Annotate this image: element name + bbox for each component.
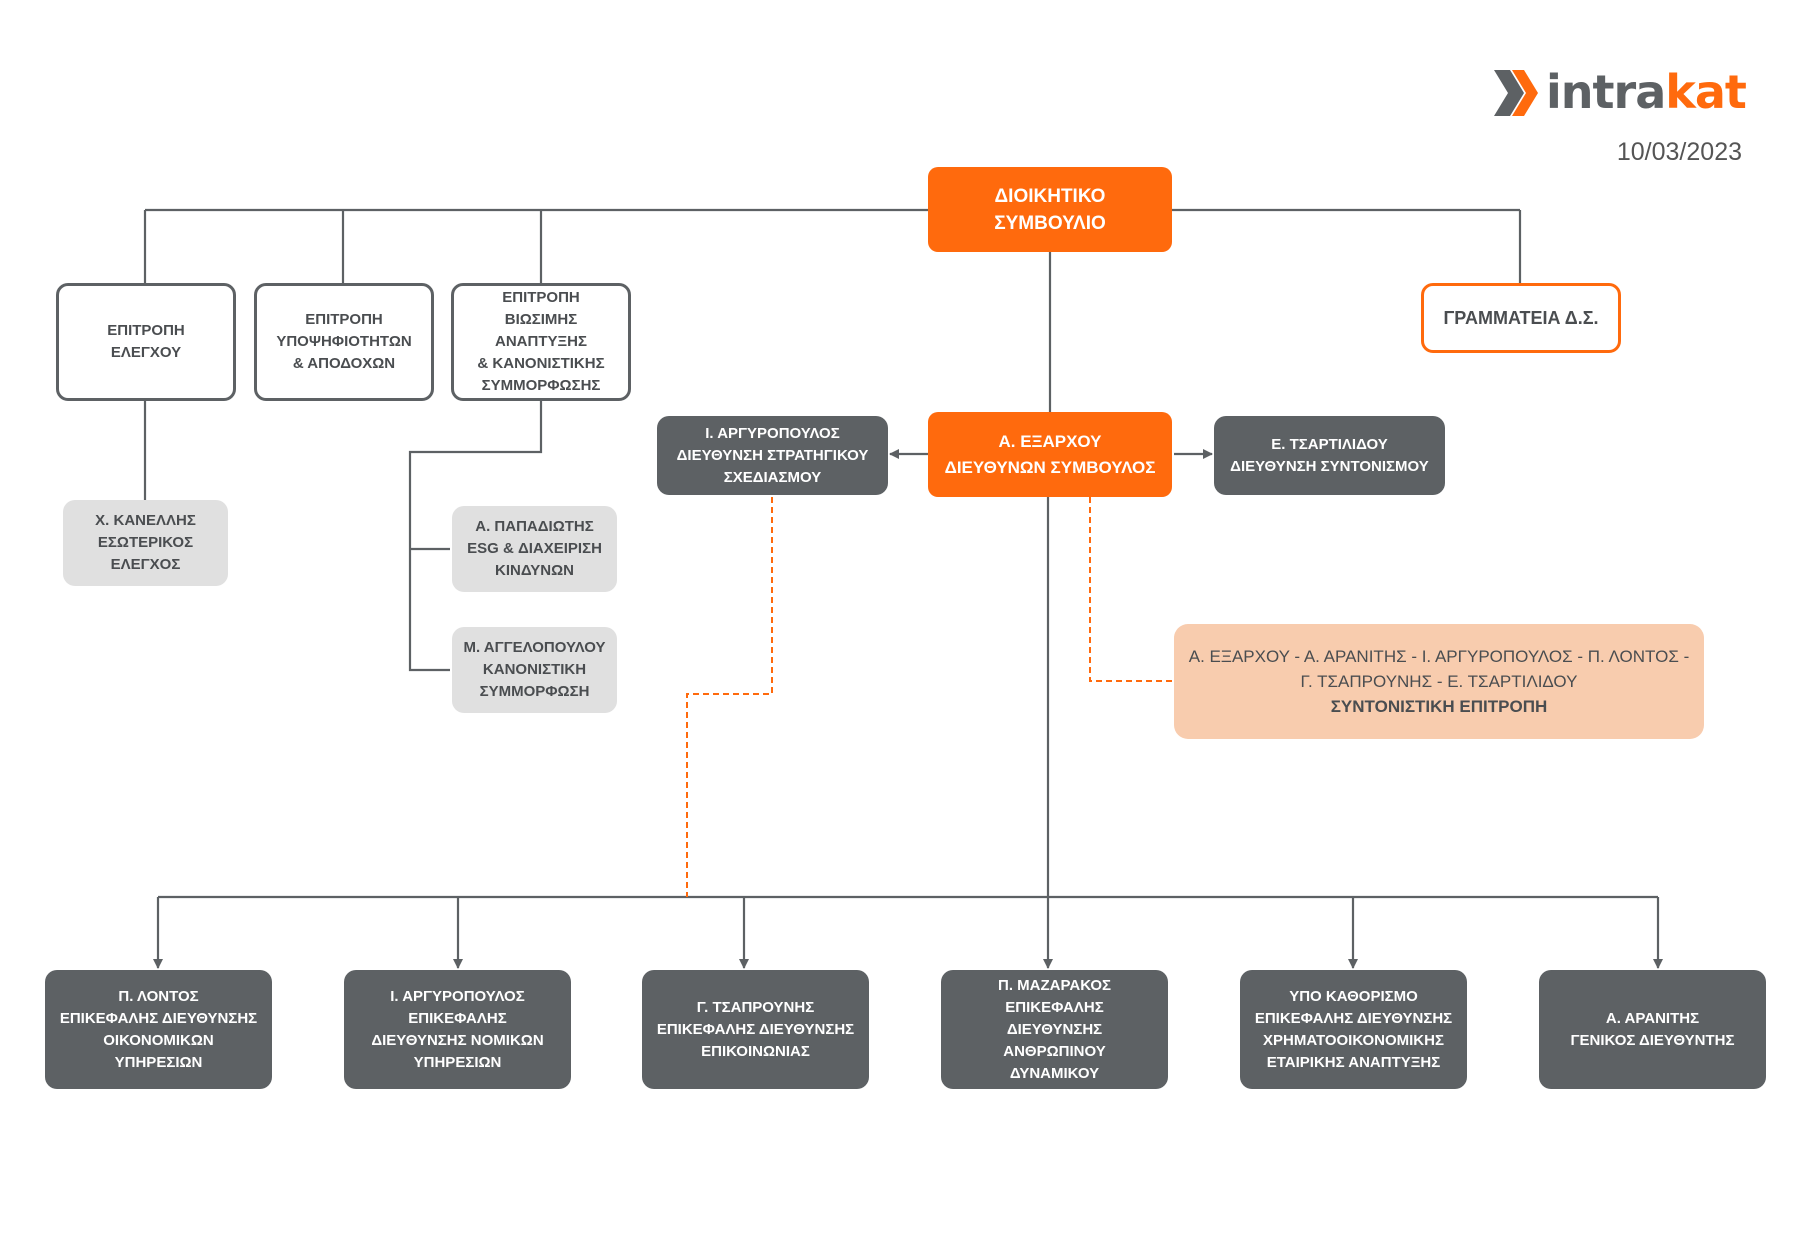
corporate-development-box: ΥΠΟ ΚΑΘΟΡΙΣΜΟ ΕΠΙΚΕΦΑΛΗΣ ΔΙΕΥΘΥΝΣΗΣ ΧΡΗΜ… [1240,970,1467,1089]
esg-risk-line-3: ΚΙΝΔΥΝΩΝ [495,562,574,579]
legal-line-4: ΥΠΗΡΕΣΙΩΝ [413,1053,502,1071]
internal-audit-line-3: ΕΛΕΓΧΟΣ [110,556,181,573]
hr-line-5: ΔΥΝΑΜΙΚΟΥ [1009,1064,1100,1082]
internal-audit-box: Χ. ΚΑΝΕΛΛΗΣ ΕΣΩΤΕΡΙΚΟΣ ΕΛΕΓΧΟΣ [63,500,228,586]
coordination-dotted-connector [1089,497,1175,682]
logo-word-accent: kat [1665,65,1747,119]
coordination-directorate-line-1: Ε. ΤΣΑΡΤΙΛΙΔΟΥ [1271,435,1388,453]
ceo-line-2: ΔΙΕΥΘΥΝΩΝ ΣΥΜΒΟΥΛΟΣ [944,457,1156,477]
esg-risk-box: Α. ΠΑΠΑΔΙΩΤΗΣ ESG & ΔΙΑΧΕΙΡΙΣΗ ΚΙΝΔΥΝΩΝ [452,506,617,592]
internal-audit-line-2: ΕΣΩΤΕΡΙΚΟΣ [97,534,194,551]
nominations-committee-line-1: ΕΠΙΤΡΟΠΗ [305,311,383,328]
audit-committee-line-2: ΕΛΕΓΧΟΥ [110,344,182,361]
communications-line-3: ΕΠΙΚΟΙΝΩΝΙΑΣ [701,1042,810,1060]
legal-line-1: Ι. ΑΡΓΥΡΟΠΟΥΛΟΣ [390,987,525,1005]
audit-committee-box: ΕΠΙΤΡΟΠΗ ΕΛΕΓΧΟΥ [56,283,236,401]
sustainability-branch-connector [408,400,543,672]
nominations-committee-line-3: & ΑΠΟΔΟΧΩΝ [292,355,396,372]
sustainability-committee-line-3: ΑΝΑΠΤΥΞΗΣ [495,333,587,350]
esg-risk-line-1: Α. ΠΑΠΑΔΙΩΤΗΣ [475,518,594,535]
coordination-committee-members-line-1: Α. ΕΞΑΡΧΟΥ - Α. ΑΡΑΝΙΤΗΣ - Ι. ΑΡΓΥΡΟΠΟΥΛ… [1188,647,1690,666]
hr-line-4: ΑΝΘΡΩΠΙΝΟΥ [1003,1042,1106,1060]
communications-line-2: ΕΠΙΚΕΦΑΛΗΣ ΔΙΕΥΘΥΝΣΗΣ [656,1020,855,1038]
strategic-planning-line-1: Ι. ΑΡΓΥΡΟΠΟΥΛΟΣ [705,424,840,442]
strategic-planning-line-3: ΣΧΕΔΙΑΣΜΟΥ [723,468,822,486]
coordination-committee-members-line-2: Γ. ΤΣΑΠΡΟΥΝΗΣ - Ε. ΤΣΑΡΤΙΛΙΔΟΥ [1300,672,1578,691]
ceo-box: Α. ΕΞΑΡΧΟΥ ΔΙΕΥΘΥΝΩΝ ΣΥΜΒΟΥΛΟΣ [928,412,1172,497]
corporate-development-line-3: ΧΡΗΜΑΤΟΟΙΚΟΝΟΜΙΚΗΣ [1263,1031,1444,1049]
board-line-1: ΔΙΟΙΚΗΤΙΚΟ [994,185,1106,207]
communications-box: Γ. ΤΣΑΠΡΟΥΝΗΣ ΕΠΙΚΕΦΑΛΗΣ ΔΙΕΥΘΥΝΣΗΣ ΕΠΙΚ… [642,970,869,1089]
nominations-committee-line-2: ΥΠΟΨΗΦΙΟΤΗΤΩΝ [276,333,412,350]
board-of-directors-box: ΔΙΟΙΚΗΤΙΚΟ ΣΥΜΒΟΥΛΙΟ [928,167,1172,252]
compliance-line-2: ΚΑΝΟΝΙΣΤΙΚΗ [482,661,587,678]
hr-box: Π. ΜΑΖΑΡΑΚΟΣ ΕΠΙΚΕΦΑΛΗΣ ΔΙΕΥΘΥΝΣΗΣ ΑΝΘΡΩ… [941,970,1168,1089]
strategy-dotted-connector [686,497,773,897]
internal-audit-line-1: Χ. ΚΑΝΕΛΛΗΣ [95,512,196,529]
logo-wordmark: intrakat [1546,62,1747,122]
strategic-planning-line-2: ΔΙΕΥΘΥΝΣΗ ΣΤΡΑΤΗΓΙΚΟΥ [676,446,869,464]
general-manager-box: Α. ΑΡΑΝΙΤΗΣ ΓΕΝΙΚΟΣ ΔΙΕΥΘΥΝΤΗΣ [1539,970,1766,1089]
finance-line-4: ΥΠΗΡΕΣΙΩΝ [114,1053,203,1071]
board-secretariat-line-1: ΓΡΑΜΜΑΤΕΙΑ Δ.Σ. [1443,308,1599,328]
corporate-development-line-1: ΥΠΟ ΚΑΘΟΡΙΣΜΟ [1289,987,1418,1005]
strategic-planning-box: Ι. ΑΡΓΥΡΟΠΟΥΛΟΣ ΔΙΕΥΘΥΝΣΗ ΣΤΡΑΤΗΓΙΚΟΥ ΣΧ… [657,416,888,495]
sustainability-committee-line-5: ΣΥΜΜΟΡΦΩΣΗΣ [481,377,601,394]
legal-box: Ι. ΑΡΓΥΡΟΠΟΥΛΟΣ ΕΠΙΚΕΦΑΛΗΣ ΔΙΕΥΘΥΝΣΗΣ ΝΟ… [344,970,571,1089]
sustainability-committee-line-4: & ΚΑΝΟΝΙΣΤΙΚΗΣ [477,355,605,372]
coordination-committee-box: Α. ΕΞΑΡΧΟΥ - Α. ΑΡΑΝΙΤΗΣ - Ι. ΑΡΓΥΡΟΠΟΥΛ… [1174,624,1704,739]
communications-line-1: Γ. ΤΣΑΠΡΟΥΝΗΣ [696,998,815,1016]
sustainability-committee-line-2: ΒΙΩΣΙΜΗΣ [504,311,578,328]
corporate-development-line-4: ΕΤΑΙΡΙΚΗΣ ΑΝΑΠΤΥΞΗΣ [1266,1053,1441,1071]
sustainability-committee-line-1: ΕΠΙΤΡΟΠΗ [502,289,580,306]
intrakat-logo: intrakat [1490,62,1747,122]
hr-line-3: ΔΙΕΥΘΥΝΣΗΣ [1006,1020,1103,1038]
compliance-line-1: Μ. ΑΓΓΕΛΟΠΟΥΛΟΥ [463,639,606,656]
board-secretariat-box: ΓΡΑΜΜΑΤΕΙΑ Δ.Σ. [1421,283,1621,353]
general-manager-line-1: Α. ΑΡΑΝΙΤΗΣ [1605,1009,1700,1027]
finance-line-3: ΟΙΚΟΝΟΜΙΚΩΝ [103,1031,214,1049]
sustainability-committee-box: ΕΠΙΤΡΟΠΗ ΒΙΩΣΙΜΗΣ ΑΝΑΠΤΥΞΗΣ & ΚΑΝΟΝΙΣΤΙΚ… [451,283,631,401]
legal-line-3: ΔΙΕΥΘΥΝΣΗΣ ΝΟΜΙΚΩΝ [371,1031,544,1049]
finance-line-1: Π. ΛΟΝΤΟΣ [118,987,199,1005]
hr-line-1: Π. ΜΑΖΑΡΑΚΟΣ [997,976,1112,994]
nominations-committee-box: ΕΠΙΤΡΟΠΗ ΥΠΟΨΗΦΙΟΤΗΤΩΝ & ΑΠΟΔΟΧΩΝ [254,283,434,401]
logo-chevron-icon [1494,70,1538,116]
finance-line-2: ΕΠΙΚΕΦΑΛΗΣ ΔΙΕΥΘΥΝΣΗΣ [59,1009,258,1027]
esg-risk-line-2: ESG & ΔΙΑΧΕΙΡΙΣΗ [467,540,602,557]
legal-line-2: ΕΠΙΚΕΦΑΛΗΣ [408,1009,507,1027]
coordination-directorate-line-2: ΔΙΕΥΘΥΝΣΗ ΣΥΝΤΟΝΙΣΜΟΥ [1230,457,1429,475]
chart-date: 10/03/2023 [1616,138,1742,166]
ceo-line-1: Α. ΕΞΑΡΧΟΥ [998,431,1102,451]
general-manager-line-2: ΓΕΝΙΚΟΣ ΔΙΕΥΘΥΝΤΗΣ [1570,1031,1735,1049]
logo-word-primary: intra [1546,65,1666,119]
corporate-development-line-2: ΕΠΙΚΕΦΑΛΗΣ ΔΙΕΥΘΥΝΣΗΣ [1254,1009,1453,1027]
coordination-directorate-box: Ε. ΤΣΑΡΤΙΛΙΔΟΥ ΔΙΕΥΘΥΝΣΗ ΣΥΝΤΟΝΙΣΜΟΥ [1214,416,1445,495]
compliance-line-3: ΣΥΜΜΟΡΦΩΣΗ [479,683,590,700]
coordination-committee-title: ΣΥΝΤΟΝΙΣΤΙΚΗ ΕΠΙΤΡΟΠΗ [1330,697,1548,716]
board-line-2: ΣΥΜΒΟΥΛΙΟ [994,212,1106,234]
finance-box: Π. ΛΟΝΤΟΣ ΕΠΙΚΕΦΑΛΗΣ ΔΙΕΥΘΥΝΣΗΣ ΟΙΚΟΝΟΜΙ… [45,970,272,1089]
compliance-box: Μ. ΑΓΓΕΛΟΠΟΥΛΟΥ ΚΑΝΟΝΙΣΤΙΚΗ ΣΥΜΜΟΡΦΩΣΗ [452,627,617,713]
hr-line-2: ΕΠΙΚΕΦΑΛΗΣ [1005,998,1104,1016]
audit-committee-line-1: ΕΠΙΤΡΟΠΗ [107,322,185,339]
